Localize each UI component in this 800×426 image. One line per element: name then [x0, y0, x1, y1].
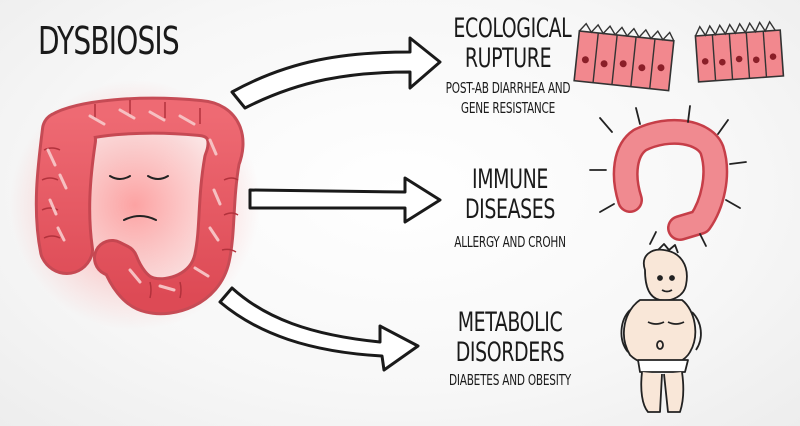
outcome-heading-ecological-rupture: ECOLOGICAL RUPTURE	[453, 14, 562, 73]
outcome-detail-ecological-rupture: POST-AB DIARRHEA AND GENE RESISTANCE	[438, 78, 578, 119]
heading-line: IMMUNE	[463, 165, 557, 195]
outcome-detail-immune-diseases: ALLERGY AND CROHN	[448, 232, 573, 252]
detail-line: ALLERGY AND CROHN	[448, 232, 573, 252]
outcome-heading-immune-diseases: IMMUNE DISEASES	[463, 165, 557, 224]
detail-line: POST-AB DIARRHEA AND	[438, 78, 578, 98]
heading-line: METABOLIC	[455, 308, 564, 338]
arrow-icon	[232, 38, 440, 108]
page-title: DYSBIOSIS	[38, 22, 179, 60]
inflamed-colon-icon	[590, 106, 746, 246]
outcome-heading-metabolic-disorders: METABOLIC DISORDERS	[455, 308, 564, 367]
epithelium-icon	[574, 21, 783, 91]
heading-line: DISEASES	[463, 195, 557, 225]
arrow-icon	[220, 288, 418, 370]
obese-man-icon	[621, 244, 701, 412]
heading-line: RUPTURE	[453, 44, 562, 74]
heading-line: ECOLOGICAL	[453, 14, 562, 44]
dysbiotic-colon-icon	[10, 80, 260, 330]
heading-line: DISORDERS	[455, 338, 564, 368]
detail-line: DIABETES AND OBESITY	[444, 370, 577, 390]
detail-line: GENE RESISTANCE	[438, 98, 578, 118]
arrow-icon	[250, 178, 440, 222]
outcome-detail-metabolic-disorders: DIABETES AND OBESITY	[444, 370, 577, 390]
